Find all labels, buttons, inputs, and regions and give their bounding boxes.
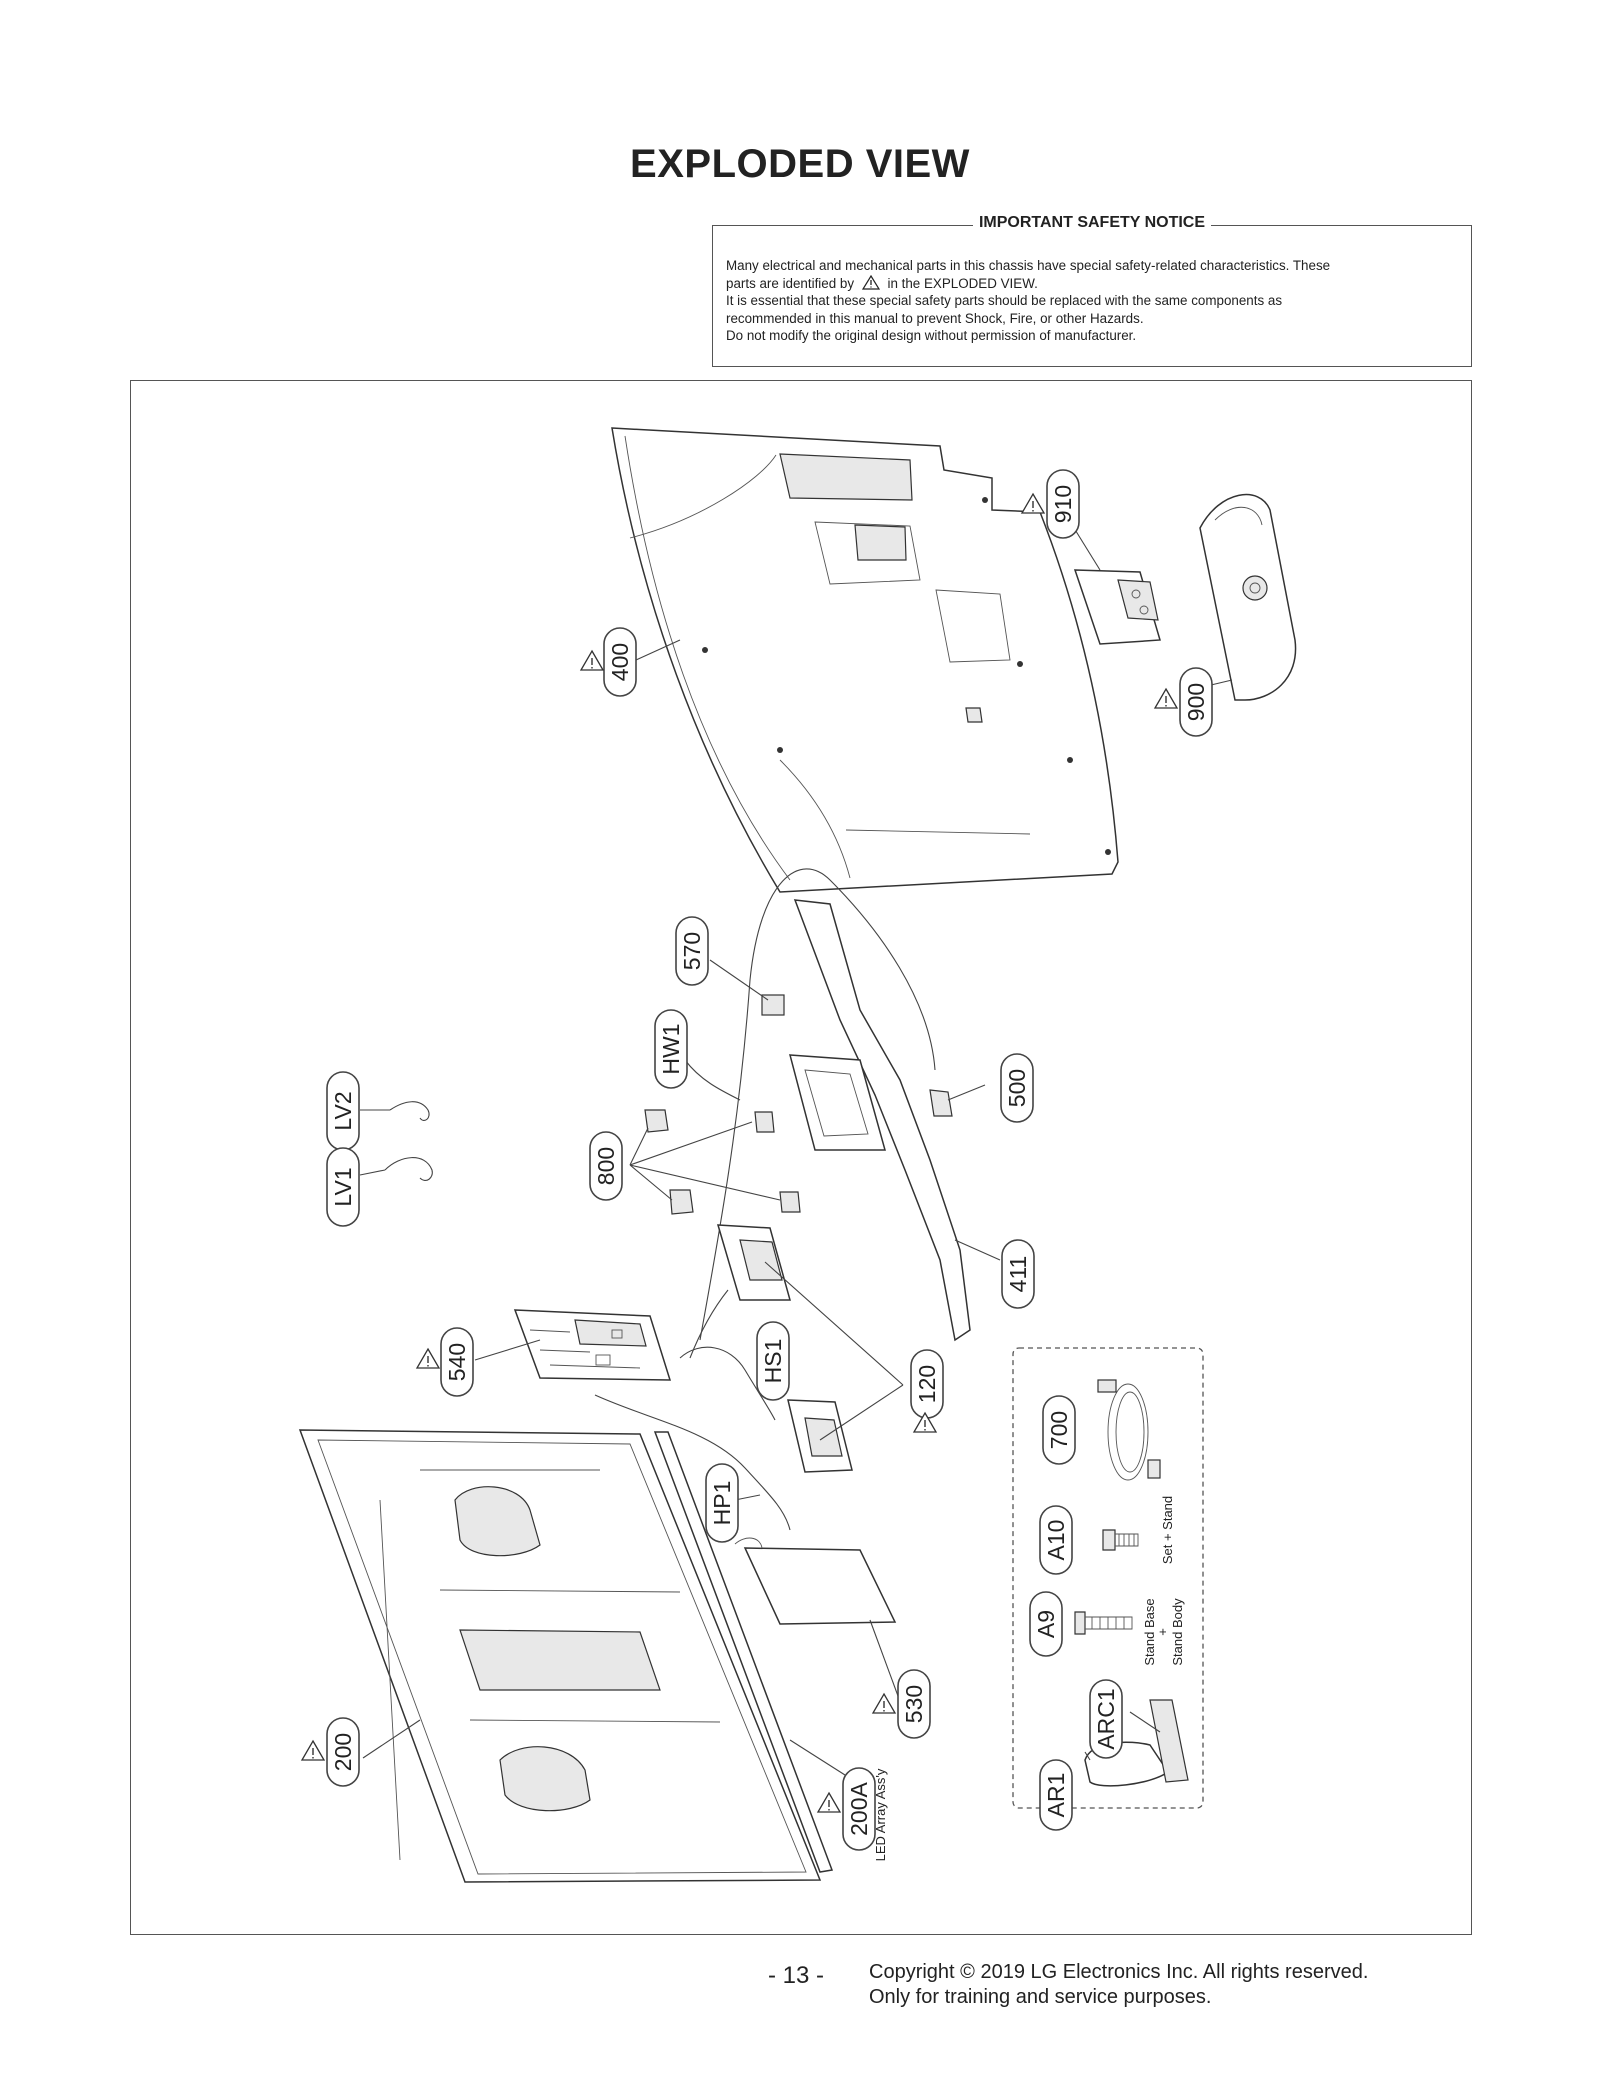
callout-a10-label: A10 (1043, 1520, 1069, 1561)
callout-400: 400 (580, 627, 637, 697)
callout-lv2: LV2 (326, 1071, 360, 1151)
page-number: - 13 - (768, 1962, 825, 1989)
callout-ar1: AR1 (1039, 1759, 1073, 1831)
stand-base-note: Stand Base (1142, 1598, 1157, 1665)
callout-lv1-label: LV1 (330, 1167, 356, 1206)
cable-hp1 (594, 1394, 791, 1531)
plus-note: + (1155, 1628, 1170, 1636)
power-cord-700 (1097, 1379, 1161, 1481)
power-board-530 (734, 1537, 897, 1625)
frame-part-411 (789, 899, 971, 1342)
accessories-box (1012, 1347, 1204, 1809)
speaker-upper-120 (716, 1224, 791, 1301)
callout-hs1: HS1 (756, 1321, 790, 1401)
screw-a9 (1074, 1611, 1133, 1635)
cable-hw1 (699, 868, 936, 1341)
callout-120: 120 (910, 1349, 944, 1433)
callout-arc1: ARC1 (1089, 1679, 1123, 1759)
wire-lv2 (389, 1101, 430, 1121)
callout-500: 500 (1000, 1053, 1034, 1123)
safety-notice-heading: IMPORTANT SAFETY NOTICE (972, 214, 1212, 231)
notice-line-3: It is essential that these special safet… (726, 293, 1283, 309)
callout-200a-label: 200A (846, 1781, 872, 1835)
callout-a9: A9 (1029, 1591, 1063, 1657)
callout-530-label: 530 (901, 1685, 927, 1723)
callout-200a: 200A LED Array Ass'y (817, 1767, 888, 1861)
screw-a10 (1102, 1529, 1139, 1551)
notice-line-4: recommended in this manual to prevent Sh… (726, 310, 1144, 326)
cable-hs1-b (689, 1289, 729, 1359)
callout-700-label: 700 (1046, 1411, 1072, 1449)
callout-400-label: 400 (607, 643, 633, 681)
callout-800-label: 800 (593, 1147, 619, 1185)
callout-411: 411 (1001, 1239, 1035, 1309)
callout-a10: A10 (1039, 1505, 1073, 1575)
callout-540: 540 (416, 1327, 474, 1397)
clip-500 (929, 1089, 953, 1117)
callout-a9-label: A9 (1033, 1610, 1059, 1638)
callout-800: 800 (589, 1131, 623, 1201)
callout-500-label: 500 (1004, 1069, 1030, 1107)
led-array-200a (653, 1431, 834, 1873)
callout-hw1-label: HW1 (658, 1023, 684, 1074)
callout-lv2-label: LV2 (330, 1091, 356, 1130)
copyright-line-2: Only for training and service purposes. (869, 1986, 1212, 2008)
remote-cover-arc1 (1149, 1699, 1189, 1783)
warning-triangle-icon (861, 274, 880, 290)
copyright: Copyright © 2019 LG Electronics Inc. All… (869, 1960, 1368, 2010)
callout-570-label: 570 (679, 932, 705, 970)
stand-body-note: Stand Body (1170, 1598, 1185, 1666)
callout-lv1: LV1 (326, 1147, 360, 1227)
callout-120-label: 120 (914, 1365, 940, 1403)
led-array-note: LED Array Ass'y (873, 1768, 888, 1861)
speaker-lower-120 (787, 1399, 853, 1473)
callout-hs1-label: HS1 (760, 1339, 786, 1384)
exploded-view-frame (130, 380, 1472, 1935)
safety-notice-box: IMPORTANT SAFETY NOTICE Many electrical … (712, 214, 1472, 367)
safety-notice-text: Many electrical and mechanical parts in … (726, 257, 1458, 345)
notice-line-1: Many electrical and mechanical parts in … (726, 258, 1331, 273)
clips-800 (644, 1109, 801, 1215)
notice-line-5: Do not modify the original design withou… (726, 328, 1137, 344)
callout-411-label: 411 (1005, 1256, 1031, 1293)
wire-lv1 (384, 1157, 433, 1181)
callout-hp1-label: HP1 (709, 1481, 735, 1526)
stand-base-part (1199, 494, 1297, 701)
callout-ar1-label: AR1 (1043, 1773, 1069, 1818)
notice-line-2-post: in the EXPLODED VIEW. (887, 275, 1038, 291)
stand-bracket-part (1073, 569, 1161, 645)
callout-200-label: 200 (330, 1733, 356, 1771)
callout-900: 900 (1154, 667, 1213, 737)
callout-hp1: HP1 (705, 1463, 739, 1543)
cable-hs1 (679, 1346, 776, 1421)
leader-800 (629, 1121, 781, 1201)
callout-900-label: 900 (1183, 683, 1209, 721)
page-title: EXPLODED VIEW (630, 142, 970, 186)
callout-910-label: 910 (1050, 485, 1076, 523)
notice-line-2-pre: parts are identified by (726, 275, 855, 291)
callout-arc1-label: ARC1 (1093, 1688, 1119, 1749)
callout-hw1: HW1 (654, 1009, 688, 1089)
callout-530: 530 (872, 1669, 931, 1739)
callout-570: 570 (675, 916, 709, 986)
callout-200: 200 (301, 1717, 360, 1787)
set-stand-note: Set + Stand (1160, 1496, 1175, 1564)
back-cover-part (611, 427, 1119, 893)
callout-700: 700 (1042, 1395, 1076, 1465)
callout-540-label: 540 (444, 1343, 470, 1381)
main-board-540 (513, 1309, 672, 1381)
copyright-line-1: Copyright © 2019 LG Electronics Inc. All… (869, 1961, 1369, 1983)
callout-910: 910 (1021, 469, 1080, 539)
lcd-module-200 (298, 1429, 822, 1883)
